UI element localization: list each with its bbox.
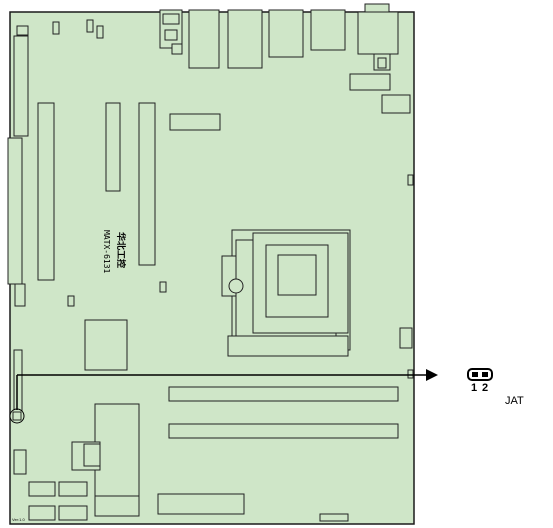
jumper-name-label: JAT: [505, 395, 524, 407]
callout-arrowhead: [426, 369, 438, 381]
left-slot-small: [14, 283, 26, 307]
cpu-socket: [221, 229, 351, 357]
dimm-slot-2: [168, 423, 399, 439]
io-port-7: [357, 11, 399, 55]
atx-connector: [157, 493, 245, 515]
left-slot-top: [13, 35, 29, 137]
chip-top: [169, 113, 221, 131]
io-port-3: [227, 9, 263, 69]
header-small-6: [67, 295, 75, 307]
header-small-3: [86, 19, 94, 33]
chipset: [84, 319, 128, 371]
right-edge-header-3: [407, 369, 414, 379]
model-label: MATX-6131: [102, 230, 111, 274]
io-port-5: [310, 9, 346, 51]
expansion-slot-3: [138, 102, 156, 266]
rear-io-ports: [159, 3, 411, 114]
front-panel-header: [319, 513, 349, 522]
header-block-2: [13, 449, 27, 475]
jat-location-marker: [9, 408, 25, 424]
io-port-8: [349, 73, 391, 91]
version-label: Ver:1.0: [12, 517, 25, 522]
header-block-6: [58, 505, 88, 521]
header-block-5: [28, 505, 56, 521]
expansion-slot-2: [105, 102, 121, 192]
header-small-2: [52, 21, 60, 35]
pin-label-2: 2: [482, 382, 488, 394]
header-block-3: [28, 481, 56, 497]
header-small-1: [16, 25, 29, 36]
io-port-4: [268, 9, 304, 58]
header-small-4: [96, 25, 104, 39]
io-port-9: [381, 94, 411, 114]
left-slot-main: [7, 137, 23, 285]
right-edge-header-1: [407, 174, 414, 186]
dimm-slot-1: [168, 386, 399, 402]
io-port-2: [188, 9, 220, 69]
expansion-slot-1: [37, 102, 55, 281]
header-small-5: [159, 281, 167, 293]
jumper-symbol: [467, 368, 493, 381]
right-edge-header-2: [399, 327, 413, 349]
brand-mark: 华北工控: [115, 232, 127, 268]
pin-label-1: 1: [471, 382, 477, 394]
header-block-4: [58, 481, 88, 497]
